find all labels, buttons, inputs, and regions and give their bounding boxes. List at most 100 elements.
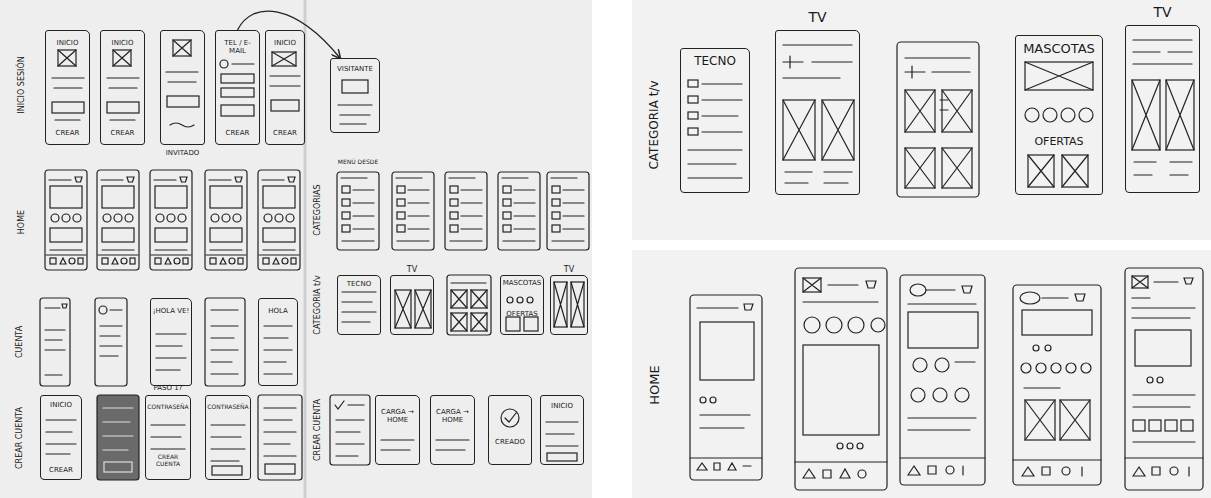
sketch-stroke bbox=[451, 282, 486, 283]
sketch-stroke bbox=[1133, 420, 1145, 431]
sketch-stroke bbox=[910, 284, 926, 296]
sketch-stroke bbox=[905, 90, 935, 132]
screen-text: TEL / E-MAIL bbox=[216, 39, 259, 55]
sketch-stroke bbox=[905, 58, 970, 78]
sketch-stroke bbox=[107, 102, 139, 113]
sketch-stroke bbox=[688, 96, 698, 103]
sketch-stroke bbox=[700, 397, 706, 403]
sketch-stroke bbox=[1132, 298, 1195, 308]
sketch-stroke bbox=[52, 102, 84, 113]
sketch-stroke bbox=[1021, 363, 1031, 373]
sketch-stroke bbox=[99, 306, 107, 314]
sketch-stroke bbox=[1013, 285, 1101, 485]
sketch-stroke bbox=[1181, 420, 1193, 431]
wireframe-screen: TV bbox=[775, 30, 860, 195]
screen-text: CREADO bbox=[489, 438, 531, 446]
sketch-stroke bbox=[1022, 467, 1082, 476]
screen-text: TV bbox=[391, 265, 433, 274]
screen-text: CARGA → HOME bbox=[376, 408, 419, 424]
sketch-stroke bbox=[837, 443, 843, 449]
sketch-stroke bbox=[785, 172, 852, 183]
sketch-stroke bbox=[688, 150, 742, 178]
sketch-stroke bbox=[221, 105, 254, 116]
screen-text: VISITANTE bbox=[331, 65, 379, 73]
sketch-stroke bbox=[212, 466, 242, 475]
sketch-stroke bbox=[338, 105, 372, 124]
sketch-stroke bbox=[337, 172, 379, 250]
sketch-stroke bbox=[690, 457, 762, 458]
sketch-stroke bbox=[826, 317, 842, 333]
sketch-stroke bbox=[506, 317, 520, 331]
sketch-stroke bbox=[1066, 363, 1076, 373]
sketch-stroke bbox=[342, 80, 368, 93]
sketch-stroke bbox=[697, 304, 753, 310]
sketch-stroke bbox=[905, 148, 935, 188]
sketch-stroke bbox=[501, 409, 519, 427]
sketch-stroke bbox=[151, 425, 185, 449]
sketch-stroke bbox=[335, 401, 344, 409]
sketch-stroke bbox=[804, 317, 820, 333]
wireframe-screen: INICIO bbox=[540, 395, 584, 465]
screen-text: CREAR bbox=[101, 129, 144, 137]
sketch-stroke bbox=[803, 469, 866, 478]
sketch-stroke bbox=[795, 268, 887, 490]
wireframe-screen: TV bbox=[390, 275, 434, 335]
screen-text: OFERTAS bbox=[1016, 136, 1102, 149]
sketch-stroke bbox=[632, 0, 1211, 240]
sketch-stroke bbox=[498, 172, 540, 250]
sketch-stroke bbox=[900, 275, 985, 485]
sketch-stroke bbox=[1061, 108, 1075, 122]
screen-text: CARGA → HOME bbox=[431, 408, 474, 424]
sketch-stroke bbox=[822, 100, 854, 160]
screen-text: INVITADO bbox=[161, 149, 204, 157]
sketch-stroke bbox=[547, 453, 577, 461]
sketch-stroke bbox=[1166, 80, 1194, 150]
sketch-stroke bbox=[1132, 317, 1190, 318]
sketch-stroke bbox=[415, 290, 431, 328]
sketch-stroke bbox=[1060, 400, 1090, 440]
sketch-stroke bbox=[783, 44, 852, 45]
screen-text: CREAR bbox=[216, 129, 259, 137]
sketch-stroke bbox=[1132, 80, 1160, 150]
sketch-stroke bbox=[270, 76, 300, 86]
screen-text: TECNO bbox=[681, 55, 749, 69]
wireframe-screen: INICIOCREAR bbox=[40, 395, 82, 480]
sketch-stroke bbox=[1043, 108, 1057, 122]
sketch-stroke bbox=[541, 398, 549, 406]
wireframe-screen: INVITADO bbox=[160, 30, 205, 145]
screen-text: INICIO bbox=[46, 39, 89, 47]
wireframe-screen: TV bbox=[550, 275, 588, 335]
sketch-stroke bbox=[1133, 441, 1195, 442]
sketch-stroke bbox=[524, 317, 538, 331]
sketch-stroke bbox=[45, 330, 65, 375]
sketch-stroke bbox=[857, 443, 863, 449]
sketch-stroke bbox=[415, 290, 431, 328]
sketch-stroke bbox=[205, 170, 247, 270]
sketch-stroke bbox=[688, 128, 698, 135]
sketch-stroke bbox=[908, 303, 976, 304]
note-label: MENÚ DESDE bbox=[338, 159, 378, 166]
sketch-stroke bbox=[702, 131, 742, 132]
screen-text: CREAR CUENTA bbox=[146, 454, 190, 468]
sketch-stroke bbox=[1025, 62, 1093, 90]
sketch-stroke bbox=[107, 78, 139, 88]
sketch-stroke bbox=[258, 170, 300, 270]
sketch-stroke bbox=[1135, 330, 1191, 366]
sketch-stroke bbox=[395, 290, 411, 328]
sketch-stroke bbox=[700, 415, 750, 428]
sketch-stroke bbox=[1133, 395, 1195, 407]
sketch-stroke bbox=[381, 440, 414, 450]
sketch-stroke bbox=[1025, 108, 1039, 122]
sketch-stroke bbox=[1149, 420, 1161, 431]
screen-text: TECNO bbox=[338, 280, 380, 288]
sketch-stroke bbox=[955, 361, 975, 362]
screen-text: TV bbox=[776, 9, 859, 25]
sketch-stroke bbox=[688, 80, 698, 87]
sketch-stroke bbox=[554, 282, 567, 327]
sketch-stroke bbox=[211, 425, 245, 461]
sketch-stroke bbox=[1062, 155, 1088, 187]
sketch-stroke bbox=[1133, 40, 1192, 64]
sketch-stroke bbox=[908, 312, 978, 348]
